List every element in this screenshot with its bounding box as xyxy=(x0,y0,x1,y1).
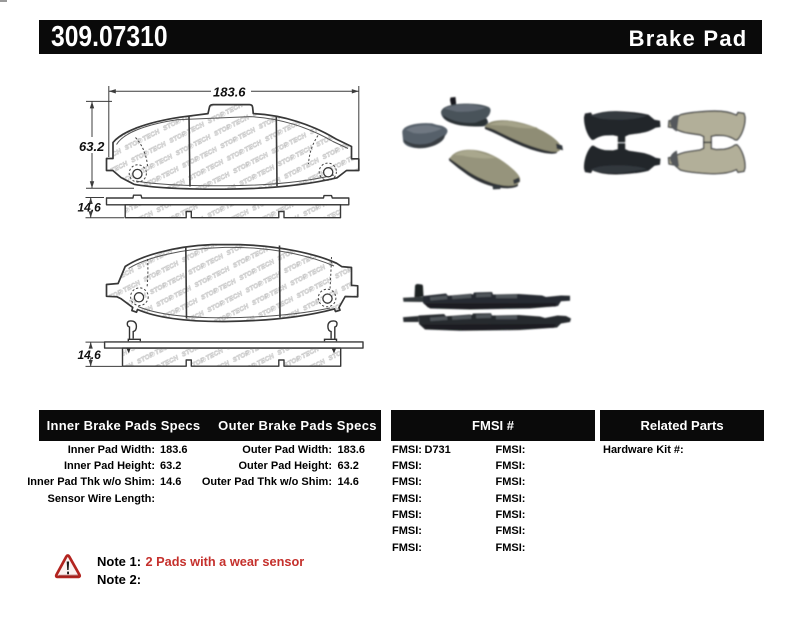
svg-text:14.6: 14.6 xyxy=(78,201,102,215)
svg-text:63.2: 63.2 xyxy=(79,139,105,154)
svg-text:14.6: 14.6 xyxy=(78,348,102,362)
svg-text:183.6: 183.6 xyxy=(213,85,246,100)
